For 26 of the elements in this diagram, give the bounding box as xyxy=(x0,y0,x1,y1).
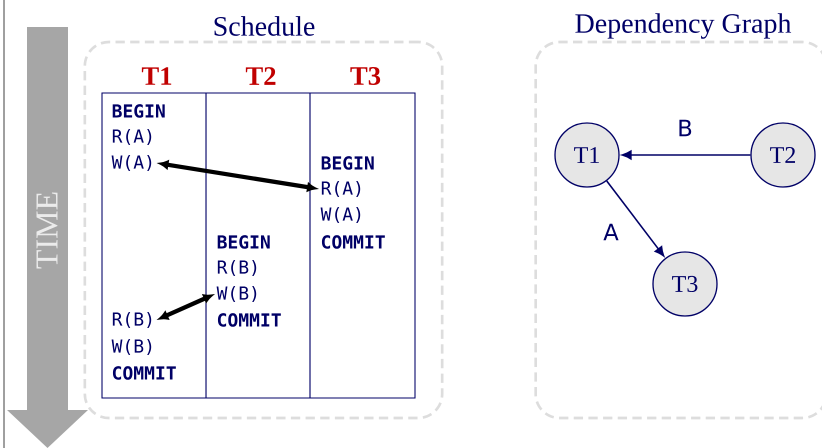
edge-label: A xyxy=(602,222,620,242)
operation-text: W(A) xyxy=(112,154,152,172)
arrow xyxy=(606,180,664,257)
operation-text: COMMIT xyxy=(218,313,281,327)
operation-text: R(B) xyxy=(112,312,152,328)
column-header: T2 xyxy=(246,67,276,85)
operation-text: R(A) xyxy=(322,180,360,198)
arrow xyxy=(622,150,750,160)
operation-text: BEGIN xyxy=(322,156,374,170)
arrow xyxy=(159,294,212,320)
operation-text: R(A) xyxy=(112,128,152,146)
arrow xyxy=(160,160,316,192)
axis-label: TIME xyxy=(36,192,58,268)
column-header: T1 xyxy=(142,67,172,85)
operation-text: W(B) xyxy=(112,338,152,356)
column-header: T3 xyxy=(350,67,380,85)
panel-title: Schedule xyxy=(214,16,314,36)
operation-text: COMMIT xyxy=(112,366,176,380)
panel-title: Dependency Graph xyxy=(575,13,792,39)
operation-text: COMMIT xyxy=(322,235,385,249)
operation-text: BEGIN xyxy=(112,104,165,118)
operation-text: R(B) xyxy=(218,260,256,276)
operation-text: BEGIN xyxy=(218,235,270,249)
operation-text: W(A) xyxy=(320,206,360,224)
operation-text: W(B) xyxy=(216,286,256,302)
edge-label: B xyxy=(676,118,694,138)
